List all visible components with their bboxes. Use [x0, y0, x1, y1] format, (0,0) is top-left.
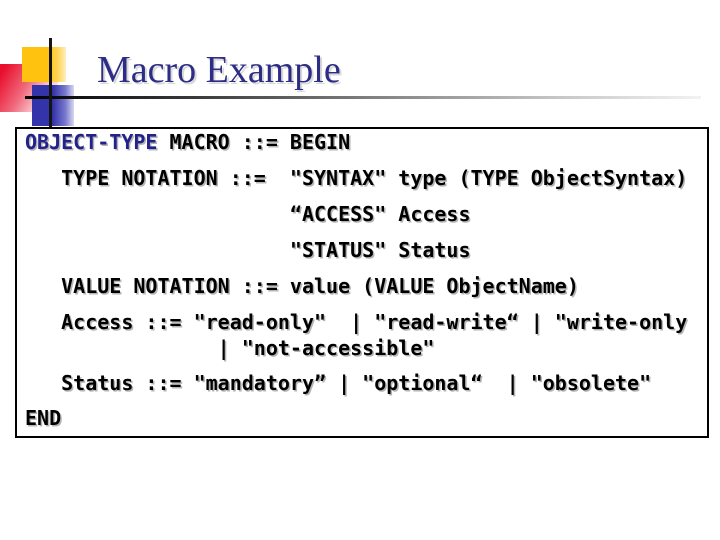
- code-line-type-notation: TYPE NOTATION ::= "SYNTAX" type (TYPE Ob…: [25, 166, 688, 190]
- code-line-status-clause: "STATUS" Status: [25, 238, 471, 262]
- code-line-access-clause: “ACCESS" Access: [25, 202, 471, 226]
- decoration-vertical-line: [49, 38, 52, 128]
- decoration-yellow-square: [22, 47, 66, 82]
- code-keyword-object-type: OBJECT-TYPE: [25, 130, 158, 154]
- code-line-object-type: OBJECT-TYPE MACRO ::= BEGIN: [25, 129, 707, 155]
- code-line-end: END: [25, 406, 62, 430]
- code-line-status-def: Status ::= "mandatory” | "optional“ | "o…: [25, 371, 652, 395]
- decoration-blue-square: [32, 85, 74, 126]
- code-line-value-notation: VALUE NOTATION ::= value (VALUE ObjectNa…: [25, 274, 579, 298]
- code-line-access-def-wrap: | "not-accessible": [25, 336, 435, 360]
- slide-title: Macro Example: [97, 49, 341, 91]
- code-line-access-def: Access ::= "read-only" | "read-write“ | …: [25, 310, 688, 334]
- macro-code-box: OBJECT-TYPE MACRO ::= BEGIN TYPE NOTATIO…: [15, 127, 709, 438]
- title-underline-rule: [25, 96, 701, 99]
- code-line-object-type-rest: MACRO ::= BEGIN: [157, 130, 351, 154]
